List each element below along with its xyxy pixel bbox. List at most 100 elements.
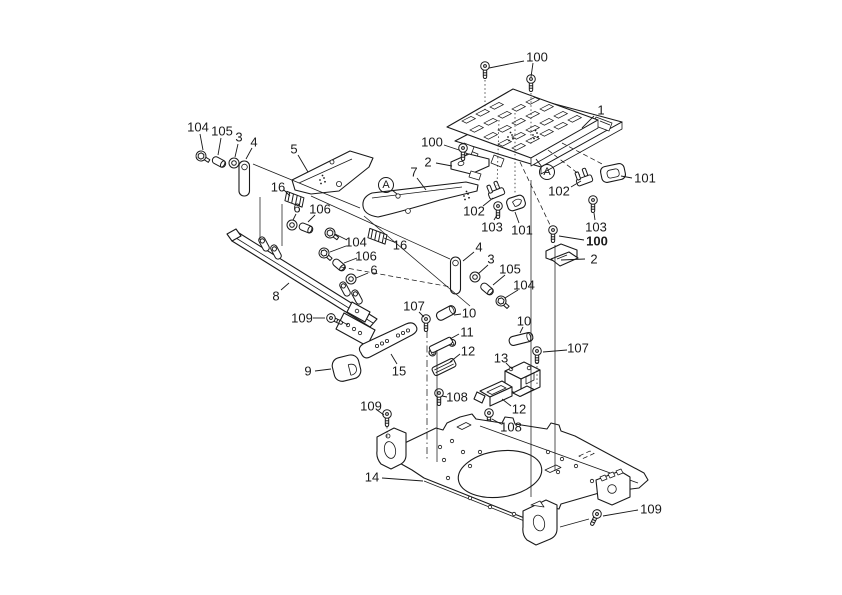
leader-line (449, 333, 460, 340)
leader-line (492, 274, 506, 286)
leader-line (542, 349, 568, 353)
leader-line (519, 326, 524, 334)
bolt-104-mid (322, 225, 342, 244)
bushing-105-upper-left (210, 155, 228, 169)
part-label-101: 101 (511, 223, 533, 238)
part-label-2: 2 (590, 252, 597, 267)
spring-16-mid (364, 225, 391, 248)
part-10-pad-left (435, 305, 457, 321)
part-label-3: 3 (235, 130, 242, 145)
leader-line (381, 477, 424, 482)
part-label-3: 3 (487, 252, 494, 267)
leader-line (416, 177, 427, 191)
part-7-arm (362, 181, 479, 218)
leader-line (449, 353, 461, 363)
screw-109-mid (382, 409, 392, 427)
leader-line (435, 162, 453, 167)
part-label-4: 4 (475, 240, 482, 255)
leader-line (355, 272, 369, 279)
screw-103-left (493, 201, 503, 219)
leader-line (199, 133, 204, 151)
part-label-105: 105 (211, 124, 233, 139)
leader-line (593, 212, 596, 221)
leader-line (334, 233, 348, 241)
nut-6-upper (286, 219, 298, 231)
part-label-102: 102 (548, 184, 570, 199)
bushing-106-lower (330, 257, 348, 273)
part-14-base-plate (376, 413, 649, 546)
part-4-link-mid (449, 256, 462, 295)
part-2-bracket-right (545, 243, 579, 267)
leader-line (620, 175, 633, 179)
leader-line (558, 235, 585, 241)
part-label-101: 101 (634, 171, 656, 186)
leader-line (491, 418, 502, 425)
leader-line (329, 245, 347, 253)
leader-line (514, 211, 520, 224)
leader-line (245, 147, 253, 160)
part-label-100: 100 (526, 50, 548, 65)
leader-line (383, 237, 395, 243)
leader-line (390, 353, 398, 365)
part-11-bracket (428, 336, 457, 357)
part-label-9: 9 (304, 364, 311, 379)
leader-line (530, 62, 534, 78)
part-10-pad-right (508, 332, 534, 346)
part-label-8: 8 (272, 289, 279, 304)
leader-line (493, 214, 498, 221)
part-label-104: 104 (345, 235, 367, 250)
part-label-16: 16 (393, 238, 407, 253)
part-label-A: A (382, 179, 390, 191)
leader-line (297, 154, 309, 173)
parts-drawing (193, 61, 649, 546)
part-label-5: 5 (290, 142, 297, 157)
part-label-109: 109 (360, 399, 382, 414)
leader-line (462, 251, 475, 262)
assembly-guide-lines (252, 80, 605, 528)
part-label-103: 103 (481, 220, 503, 235)
part-label-7: 7 (410, 165, 417, 180)
screw-103-right (588, 195, 598, 213)
leader-line (314, 368, 332, 372)
leader-line (488, 60, 525, 69)
part-label-10: 10 (517, 314, 531, 329)
part-label-100: 100 (421, 135, 443, 150)
bushing-106-upper (297, 221, 315, 235)
leader-line (441, 395, 448, 398)
leader-line (280, 282, 290, 291)
part-label-14: 14 (365, 470, 379, 485)
leader-line (501, 398, 512, 407)
leader-line (505, 362, 513, 370)
circled-label-ring (539, 164, 555, 180)
screw-108-left (434, 388, 444, 406)
part-label-6: 6 (293, 201, 300, 216)
part-label-13: 13 (494, 351, 508, 366)
part-label-106: 106 (309, 202, 331, 217)
leader-line (343, 257, 358, 264)
part-101-clip-left (506, 194, 526, 212)
part-label-12: 12 (461, 344, 475, 359)
part-label-16: 16 (271, 180, 285, 195)
part-label-A: A (543, 166, 551, 178)
part-102-clip-left (484, 179, 506, 201)
bolt-104-mid-right (493, 293, 512, 312)
leader-line (418, 311, 425, 318)
part-15-bar (358, 322, 418, 359)
part-label-102: 102 (463, 204, 485, 219)
base-plate-right-bracket (595, 468, 631, 506)
leader-line (234, 143, 239, 158)
part-label-15: 15 (392, 364, 406, 379)
screw-100-top-left (480, 61, 490, 79)
screw-109-bottom-right (587, 507, 604, 528)
leader-line (560, 258, 586, 261)
nut-6-lower (345, 273, 357, 285)
part-label-109: 109 (291, 311, 313, 326)
leader-line (283, 189, 291, 197)
part-label-109: 109 (640, 502, 662, 517)
part-12-clamp-lower (473, 380, 513, 407)
leader-line (217, 137, 222, 156)
bushing-105-mid (478, 281, 496, 297)
